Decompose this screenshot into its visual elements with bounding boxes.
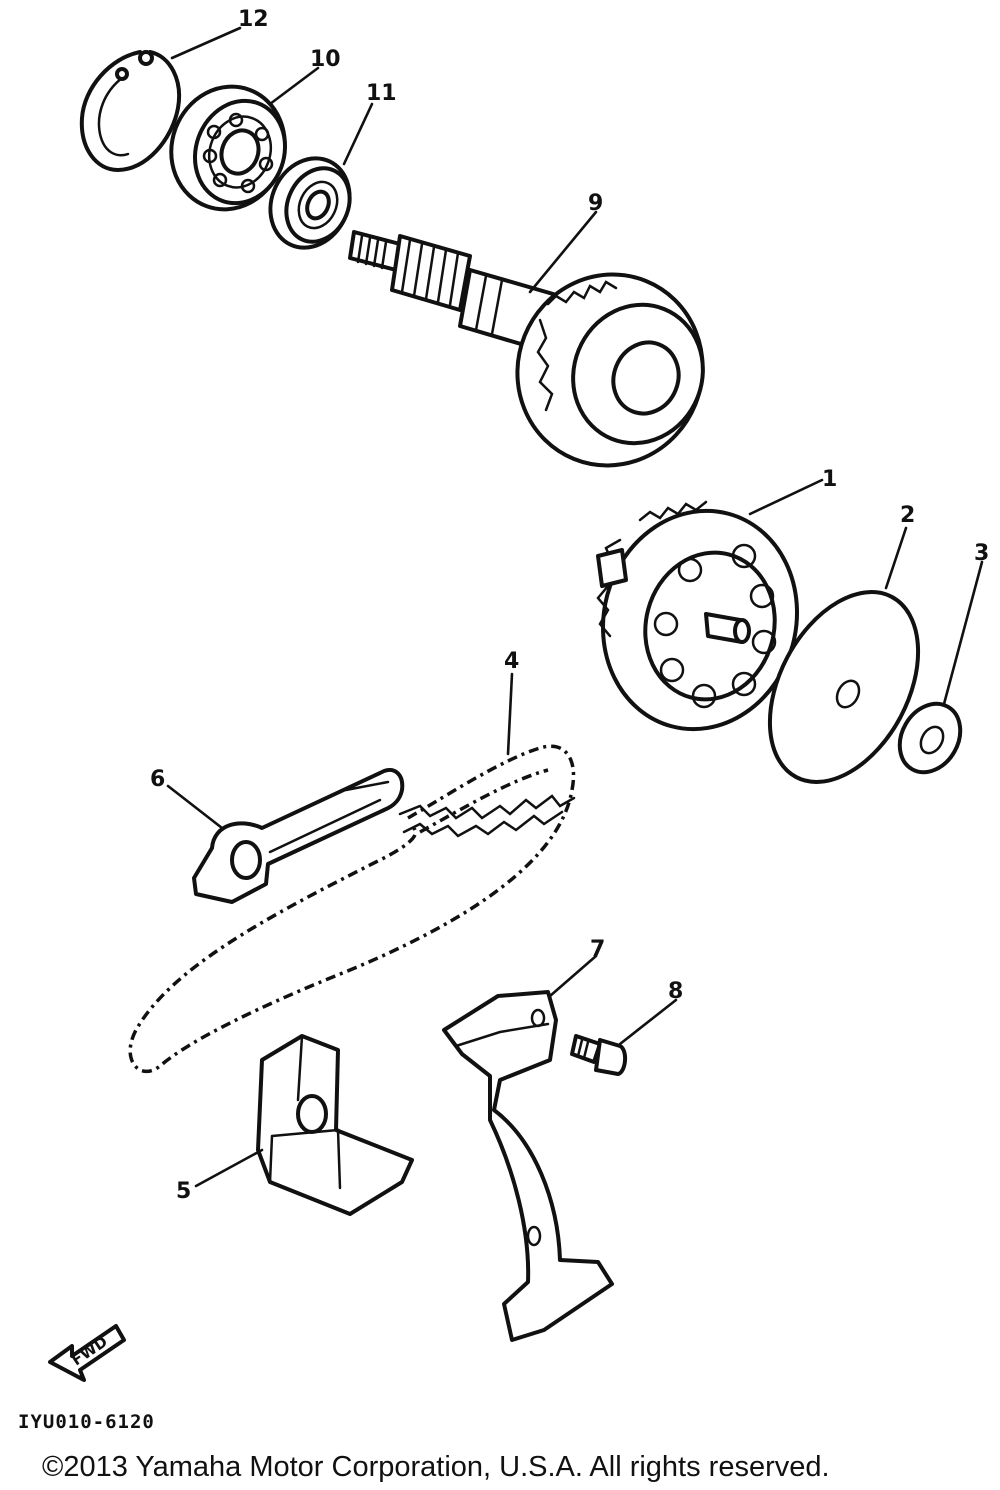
fwd-arrow-icon: FWD <box>48 1324 126 1382</box>
callout-6: 6 <box>150 767 165 792</box>
leader-11 <box>342 102 374 166</box>
leader-9 <box>528 210 598 294</box>
chain-guide-part-6 <box>192 768 405 904</box>
callout-11: 11 <box>366 81 397 106</box>
bearing-part-10 <box>169 84 288 212</box>
leader-12 <box>170 26 242 60</box>
oil-seal-part-11 <box>268 156 352 250</box>
callout-8: 8 <box>668 979 683 1004</box>
plate-part-2 <box>767 590 921 784</box>
callout-10: 10 <box>310 47 341 72</box>
reference-code: IYU010-6120 <box>18 1411 155 1433</box>
callout-numbers: 12 10 11 9 1 2 3 4 6 7 8 5 <box>150 7 989 1204</box>
callout-2: 2 <box>900 503 915 528</box>
leader-8 <box>618 998 678 1046</box>
bolt-part-8 <box>570 1034 627 1076</box>
callout-7: 7 <box>590 937 605 962</box>
callout-4: 4 <box>504 649 519 674</box>
leader-lines <box>166 26 984 1188</box>
leader-3 <box>942 560 984 706</box>
leader-5 <box>194 1148 264 1188</box>
leader-2 <box>884 526 908 590</box>
leader-6 <box>166 784 224 830</box>
leader-7 <box>548 954 598 998</box>
circlip-part-12 <box>79 50 182 172</box>
gear-assembly-part-1 <box>596 500 800 732</box>
callout-5: 5 <box>176 1179 191 1204</box>
leader-4 <box>506 672 514 756</box>
callout-9: 9 <box>588 191 603 216</box>
callout-3: 3 <box>974 541 989 566</box>
callout-1: 1 <box>822 467 837 492</box>
leader-10 <box>268 66 320 106</box>
copyright-notice: ©2013 Yamaha Motor Corporation, U.S.A. A… <box>42 1451 830 1483</box>
callout-12: 12 <box>238 7 269 32</box>
leader-1 <box>748 478 824 516</box>
shaft-gear-part-9 <box>348 230 705 468</box>
washer-part-3 <box>897 701 963 775</box>
chain-part-4 <box>128 744 576 1074</box>
chain-guide-part-5 <box>256 1034 414 1216</box>
bracket-part-7 <box>442 990 614 1342</box>
